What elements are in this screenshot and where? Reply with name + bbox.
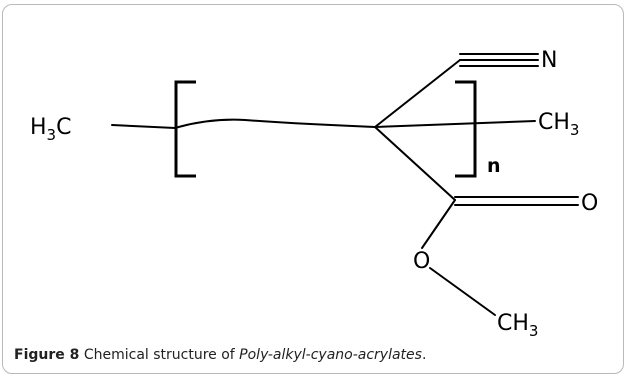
caption-period: .	[421, 347, 427, 363]
figure-caption: Figure 8 Chemical structure of Poly-alky…	[14, 347, 614, 363]
bottom-methyl-label: CH3	[497, 311, 538, 340]
bond-backbone	[174, 118, 376, 129]
bond-ester-oxygen-to-methyl	[429, 267, 496, 316]
caption-text: Chemical structure of	[83, 347, 240, 363]
bond-carbonyl-to-ester-oxygen	[421, 199, 456, 249]
bond-to-nitrile	[374, 59, 461, 128]
repeat-index-label: n	[487, 155, 501, 177]
left-bracket	[174, 80, 196, 178]
left-methyl-label: H3C	[30, 115, 71, 144]
right-methyl-label: CH3	[538, 110, 579, 139]
nitrile-nitrogen-label: N	[541, 48, 557, 73]
bond-to-carbonyl-carbon	[374, 126, 456, 201]
bond-right-methyl	[374, 120, 536, 128]
carbonyl-oxygen-label: O	[581, 191, 598, 216]
figure-label: Figure 8	[14, 347, 80, 363]
bond-left-methyl	[111, 124, 176, 129]
caption-italic-name: Poly-alkyl-cyano-acrylates	[239, 347, 422, 363]
right-bracket	[455, 80, 477, 178]
ester-oxygen-label: O	[413, 249, 430, 274]
